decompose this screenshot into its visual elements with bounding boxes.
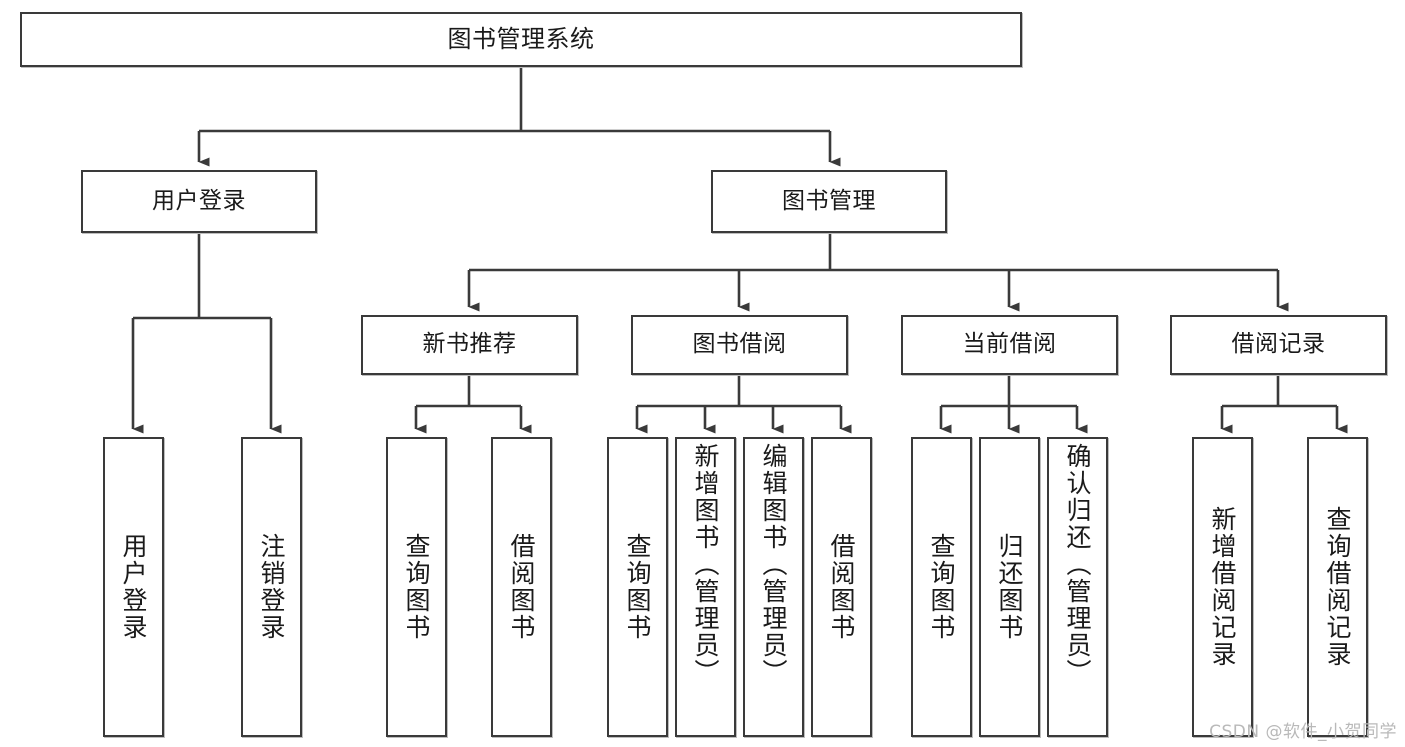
node-leaf-logout-label: 注销登录 [257, 533, 286, 641]
node-borrow-records-label: 借阅记录 [1231, 331, 1326, 358]
node-leaf-query-books-borrow-label: 查询图书 [623, 533, 652, 641]
node-root[interactable]: 图书管理系统 [20, 12, 1022, 67]
node-leaf-confirm-return-admin-label: 确认归还（管理员） [1063, 443, 1092, 686]
node-leaf-add-borrow-record[interactable]: 新增借阅记录 [1192, 437, 1253, 737]
node-book-borrow[interactable]: 图书借阅 [631, 315, 848, 375]
node-leaf-add-book-admin[interactable]: 新增图书（管理员） [675, 437, 736, 737]
node-borrow-records[interactable]: 借阅记录 [1170, 315, 1387, 375]
node-leaf-borrow-books-newbook-label: 借阅图书 [507, 533, 536, 641]
node-user-login-label: 用户登录 [152, 187, 246, 214]
node-leaf-user-login[interactable]: 用户登录 [103, 437, 164, 737]
node-current-borrow[interactable]: 当前借阅 [901, 315, 1118, 375]
node-leaf-add-borrow-record-label: 新增借阅记录 [1208, 506, 1237, 668]
node-new-book-recommend-label: 新书推荐 [422, 331, 517, 358]
node-book-borrow-label: 图书借阅 [692, 331, 787, 358]
node-root-label: 图书管理系统 [447, 25, 595, 54]
node-user-login[interactable]: 用户登录 [81, 170, 317, 233]
node-leaf-logout[interactable]: 注销登录 [241, 437, 302, 737]
node-leaf-add-book-admin-label: 新增图书（管理员） [691, 443, 720, 686]
node-leaf-borrow-books-borrow-label: 借阅图书 [827, 533, 856, 641]
node-leaf-query-books-current[interactable]: 查询图书 [911, 437, 972, 737]
node-leaf-query-borrow-record-label: 查询借阅记录 [1323, 506, 1352, 668]
node-book-management[interactable]: 图书管理 [711, 170, 947, 233]
node-leaf-confirm-return-admin[interactable]: 确认归还（管理员） [1047, 437, 1108, 737]
node-leaf-borrow-books-newbook[interactable]: 借阅图书 [491, 437, 552, 737]
node-leaf-user-login-label: 用户登录 [119, 533, 148, 641]
node-leaf-edit-book-admin-label: 编辑图书（管理员） [759, 443, 788, 686]
node-leaf-return-books[interactable]: 归还图书 [979, 437, 1040, 737]
node-leaf-query-books-current-label: 查询图书 [927, 533, 956, 641]
node-new-book-recommend[interactable]: 新书推荐 [361, 315, 578, 375]
node-leaf-query-borrow-record[interactable]: 查询借阅记录 [1307, 437, 1368, 737]
node-leaf-return-books-label: 归还图书 [995, 533, 1024, 641]
node-book-management-label: 图书管理 [782, 187, 876, 214]
node-leaf-borrow-books-borrow[interactable]: 借阅图书 [811, 437, 872, 737]
csdn-watermark: CSDN @软件_小贺同学 [1209, 722, 1397, 742]
node-leaf-query-books-newbook[interactable]: 查询图书 [386, 437, 447, 737]
node-leaf-query-books-newbook-label: 查询图书 [402, 533, 431, 641]
node-current-borrow-label: 当前借阅 [962, 331, 1057, 358]
node-leaf-edit-book-admin[interactable]: 编辑图书（管理员） [743, 437, 804, 737]
node-leaf-query-books-borrow[interactable]: 查询图书 [607, 437, 668, 737]
